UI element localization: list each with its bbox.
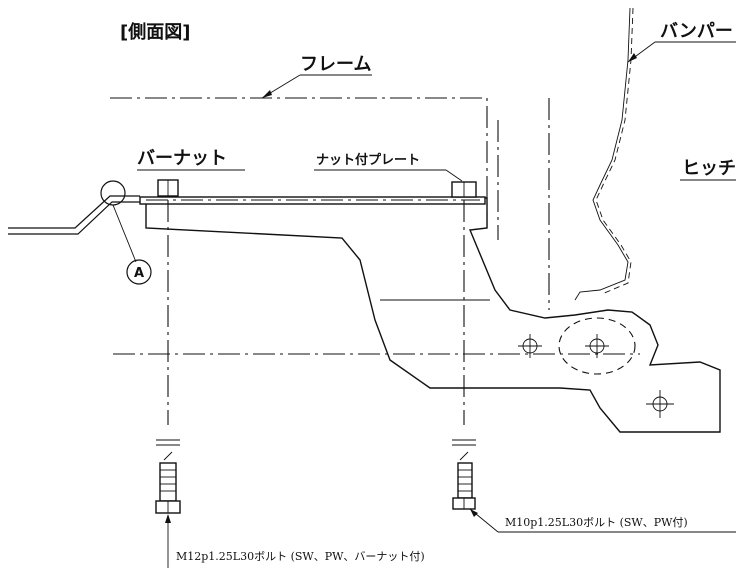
bolt-m10	[452, 462, 476, 510]
nut-plate	[314, 169, 477, 198]
bolt-m12	[155, 462, 181, 514]
nut-plate-label: ナット付プレート	[316, 152, 420, 168]
bar-nut-label: バーナット	[137, 148, 227, 169]
bolt-axis-lines	[113, 200, 640, 425]
hitch-label: ヒッチ	[682, 158, 736, 179]
bolt-m12-leader	[165, 514, 171, 568]
bracket-lip	[8, 195, 140, 235]
view-title: [側面図]	[120, 21, 190, 43]
bumper-leader	[627, 41, 736, 63]
top-plate	[139, 196, 486, 205]
frame-leader	[261, 74, 372, 99]
bumper-outline	[574, 7, 634, 301]
bolt-m10-label: M10p1.25L30ボルト (SW、PW付)	[505, 516, 688, 529]
pivot-holes	[518, 334, 674, 418]
bolt-m12-label: M12p1.25L30ボルト (SW、PW、バーナット付)	[176, 550, 425, 563]
detail-a-label: A	[134, 266, 144, 281]
bolt-m10-leader	[469, 508, 736, 533]
bar-nut	[137, 169, 245, 197]
body-outline-dashed	[497, 98, 550, 310]
frame-outline	[110, 97, 488, 228]
frame-label: フレーム	[300, 54, 371, 75]
bumper-label: バンパー	[660, 21, 733, 42]
break-symbols	[156, 439, 476, 461]
detail-a-marker	[100, 180, 152, 285]
hitch-bracket	[145, 197, 721, 433]
